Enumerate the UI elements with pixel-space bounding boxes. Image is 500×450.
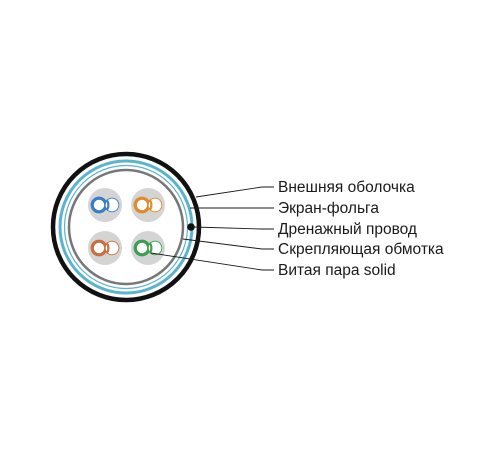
- colored-conductor: [90, 239, 108, 257]
- binder-wrap-ring: [67, 168, 185, 286]
- callout-labels: Внешняя оболочка Экран-фольга Дренажный …: [278, 179, 444, 279]
- label-foil-screen: Экран-фольга: [278, 200, 379, 217]
- twist-stripe: [148, 199, 153, 211]
- twist-stripe: [105, 199, 110, 211]
- outer-jacket-ring: [50, 151, 202, 303]
- label-binder-wrap: Скрепляющая обмотка: [278, 241, 444, 258]
- twisted-pair-top-left: [88, 188, 122, 222]
- cable-cross-section: [50, 151, 202, 303]
- twist-stripe: [148, 242, 153, 254]
- leader-drain-wire: [193, 226, 274, 230]
- leader-outer-jacket: [195, 186, 274, 198]
- leader-twisted-pair: [150, 252, 274, 271]
- label-twisted-pair: Витая пара solid: [278, 262, 396, 279]
- twist-stripe: [105, 242, 110, 254]
- label-drain-wire: Дренажный провод: [278, 221, 417, 238]
- twisted-pair-bottom-left: [88, 231, 122, 265]
- colored-conductor: [90, 196, 108, 214]
- colored-conductor: [133, 196, 151, 214]
- colored-conductor: [133, 239, 151, 257]
- label-outer-jacket: Внешняя оболочка: [278, 179, 415, 196]
- twisted-pair-bottom-right: [131, 231, 165, 265]
- drain-wire: [187, 223, 195, 231]
- leader-binder-wrap: [182, 238, 274, 250]
- leader-lines: [150, 186, 274, 271]
- twisted-pair-top-right: [131, 188, 165, 222]
